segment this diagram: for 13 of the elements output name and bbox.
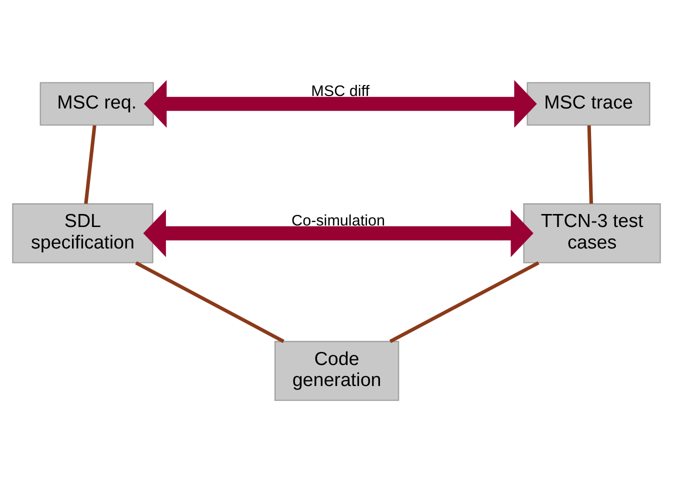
connector xyxy=(84,125,96,204)
node-box: MSC trace xyxy=(526,82,650,126)
edge-label: MSC diff xyxy=(311,83,370,100)
arrow xyxy=(144,80,537,128)
node-box: Code generation xyxy=(274,340,400,401)
connector xyxy=(587,125,594,204)
node-box: MSC req. xyxy=(40,82,154,126)
connector xyxy=(135,261,284,343)
edge-label: Co-simulation xyxy=(292,212,385,230)
node-box: TTCN-3 test cases xyxy=(523,203,661,264)
arrow xyxy=(143,209,534,258)
node-box: SDL specification xyxy=(12,203,154,264)
connector xyxy=(389,261,540,343)
